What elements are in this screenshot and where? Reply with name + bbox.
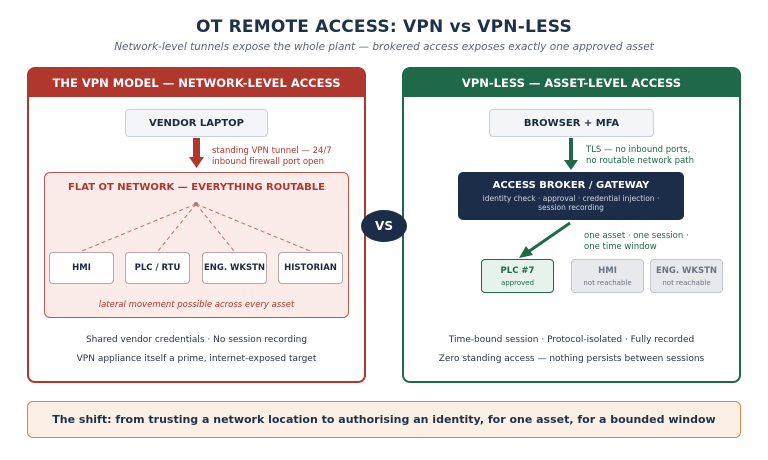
approved-asset-name: PLC #7 [500, 265, 535, 276]
broker-capabilities-line1: identity check · approval · credential i… [482, 193, 660, 203]
vpn-tunnel-note: standing VPN tunnel — 24/7 inbound firew… [212, 146, 332, 167]
page-title: OT REMOTE ACCESS: VPN vs VPN-LESS [196, 17, 572, 37]
blocked-asset-name: HMI [598, 265, 617, 276]
broker-capabilities-line2: session recording [538, 203, 604, 212]
blocked-asset-eng-workstation: ENG. WKSTN not reachable [650, 259, 723, 293]
tls-note-line2: no routable network path [586, 155, 694, 166]
browser-mfa-node: BROWSER + MFA [489, 109, 654, 137]
vpn-panel-heading: THE VPN MODEL — NETWORK-LEVEL ACCESS [29, 69, 364, 97]
vpn-footer-line2: VPN appliance itself a prime, internet-e… [76, 354, 317, 364]
flat-network-title: FLAT OT NETWORK — EVERYTHING ROUTABLE [68, 182, 325, 193]
vpnless-panel-heading: VPN-LESS — ASSET-LEVEL ACCESS [404, 69, 739, 97]
vpn-asset-hmi: HMI [49, 252, 114, 284]
access-broker-gateway: ACCESS BROKER / GATEWAY identity check ·… [458, 172, 684, 220]
page-subtitle: Network-level tunnels expose the whole p… [114, 41, 654, 53]
blocked-asset-status: not reachable [662, 278, 711, 287]
approved-asset-status: approved [500, 278, 535, 287]
vpn-asset-eng-workstation: ENG. WKSTN [202, 252, 267, 284]
blocked-asset-status: not reachable [583, 278, 632, 287]
shift-banner: The shift: from trusting a network locat… [27, 401, 741, 438]
vs-badge: VS [361, 210, 407, 242]
vpn-tunnel-note-line2: inbound firewall port open [212, 156, 325, 167]
vpn-tunnel-note-line1: standing VPN tunnel — 24/7 [212, 146, 332, 156]
blocked-asset-hmi: HMI not reachable [571, 259, 644, 293]
vpn-footer-line1: Shared vendor credentials · No session r… [85, 335, 308, 345]
vpn-asset-plc-rtu: PLC / RTU [125, 252, 190, 284]
vendor-laptop-node: VENDOR LAPTOP [125, 109, 268, 137]
blocked-asset-name: ENG. WKSTN [655, 265, 718, 276]
vpnless-footer-line1: Time-bound session · Protocol-isolated ·… [448, 335, 695, 345]
vpn-asset-historian: HISTORIAN [278, 252, 343, 284]
tls-note-line1: TLS — no inbound ports, [586, 145, 691, 155]
approved-asset-plc7: PLC #7 approved [481, 259, 554, 293]
session-scope-note-line2: one time window [584, 241, 657, 252]
tls-note: TLS — no inbound ports, no routable netw… [586, 145, 694, 166]
session-scope-note-line1: one asset · one session · [584, 231, 689, 241]
broker-title: ACCESS BROKER / GATEWAY [492, 179, 650, 191]
vpnless-footer-line2: Zero standing access — nothing persists … [438, 354, 705, 364]
session-scope-note: one asset · one session · one time windo… [584, 231, 689, 252]
lateral-movement-note: lateral movement possible across every a… [98, 300, 295, 310]
flat-ot-network: FLAT OT NETWORK — EVERYTHING ROUTABLE la… [44, 172, 349, 318]
